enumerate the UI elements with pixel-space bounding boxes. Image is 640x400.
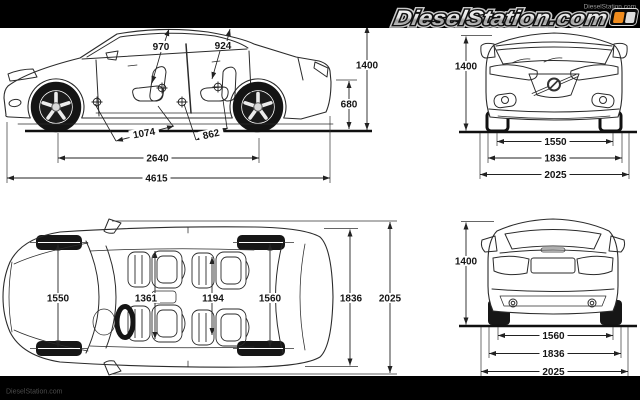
top-view: 1550 1361 1194 1560 1836 2025 — [2, 218, 404, 376]
front-dimensions: 1400 1550 1836 2025 — [452, 35, 630, 181]
logo-badge-icon — [609, 8, 639, 26]
mirror-right-icon — [608, 235, 626, 253]
dim-front-overall-width: 2025 — [544, 170, 567, 181]
side-dimensions: 970 924 1074 862 2640 4615 — [6, 24, 381, 185]
dim-top-front-track: 1550 — [47, 294, 70, 305]
header-url-text: DieselStation.com — [584, 4, 636, 11]
license-recess — [530, 257, 576, 274]
dim-top-rear-track: 1560 — [259, 294, 282, 305]
rear-window — [504, 229, 602, 250]
taillight-side — [313, 61, 329, 78]
dim-side-overall-height: 1400 — [356, 61, 379, 72]
dim-top-rear-cabin-width: 1194 — [202, 294, 224, 305]
footer-watermark: DieselStation.com — [6, 389, 63, 396]
mirror-left-icon — [480, 42, 496, 59]
headlight-left-icon — [489, 64, 538, 81]
headlight-right-icon — [570, 64, 619, 81]
dim-side-rear-legroom: 862 — [202, 128, 221, 143]
top-car-drawing — [2, 218, 334, 376]
dim-side-overall-length: 4615 — [145, 174, 168, 185]
exhaust-right-icon — [587, 298, 597, 308]
front-car-outline — [485, 32, 623, 121]
exhaust-left-icon — [508, 298, 518, 308]
foglight-side — [8, 98, 22, 108]
front-car-drawing — [459, 32, 637, 134]
dim-side-rear-deck-height: 680 — [341, 100, 358, 111]
dim-front-track: 1550 — [544, 137, 567, 148]
foglight-left — [493, 92, 517, 109]
dim-top-body-width: 1836 — [340, 294, 363, 305]
logo: DieselStation.com DieselStation.com Dies… — [389, 4, 639, 33]
dim-side-front-headroom: 970 — [153, 42, 170, 53]
dim-front-overall-height: 1400 — [455, 62, 478, 73]
top-car-outline — [2, 226, 334, 368]
mirror-left-icon — [480, 235, 498, 253]
dim-top-overall-width: 2025 — [379, 294, 402, 305]
logo-halo: DieselStation.com — [392, 7, 609, 30]
rear-seat-cushion — [200, 86, 229, 102]
headlight-side — [7, 68, 38, 82]
dim-side-front-legroom: 1074 — [132, 127, 156, 142]
logo-text: DieselStation.com — [392, 7, 609, 30]
front-wheel-icon — [35, 86, 77, 128]
rear-seat — [221, 66, 237, 102]
front-seat-cushion — [132, 85, 164, 102]
top-mirror-icon — [103, 218, 122, 234]
side-car-drawing — [3, 28, 372, 133]
top-dimensions: 1550 1361 1194 1560 1836 2025 — [30, 220, 404, 375]
dim-rear-overall-height: 1400 — [455, 257, 478, 268]
dim-rear-track: 1560 — [542, 331, 565, 342]
rear-car-drawing — [459, 218, 637, 328]
rear-car-outline — [487, 218, 619, 315]
dim-rear-body-width: 1836 — [542, 349, 565, 360]
grille — [528, 73, 580, 98]
footer-bar — [0, 376, 640, 400]
dim-side-rear-headroom: 924 — [215, 41, 232, 52]
top-mirror-icon — [103, 360, 122, 376]
foglight-right — [591, 92, 615, 109]
dim-side-wheelbase: 2640 — [146, 154, 169, 165]
brake-light — [540, 247, 566, 253]
side-view: 970 924 1074 862 2640 4615 — [3, 24, 381, 185]
side-mirror — [105, 50, 119, 61]
dim-top-front-cabin-width: 1361 — [135, 294, 158, 305]
steering-wheel-icon — [114, 304, 136, 340]
header-bar — [0, 0, 640, 28]
mirror-right-icon — [612, 42, 628, 59]
taillight-left-icon — [492, 255, 530, 276]
rear-dimensions: 1400 1560 1836 2025 — [452, 221, 629, 378]
front-view: 1400 1550 1836 2025 — [452, 32, 637, 181]
dim-rear-overall-width: 2025 — [542, 367, 565, 378]
rear-wheel-icon — [237, 86, 279, 128]
logo-outline: DieselStation.com — [392, 7, 609, 30]
taillight-right-icon — [576, 255, 614, 276]
dim-front-body-width: 1836 — [544, 154, 567, 165]
rear-view: 1400 1560 1836 2025 — [452, 218, 637, 378]
